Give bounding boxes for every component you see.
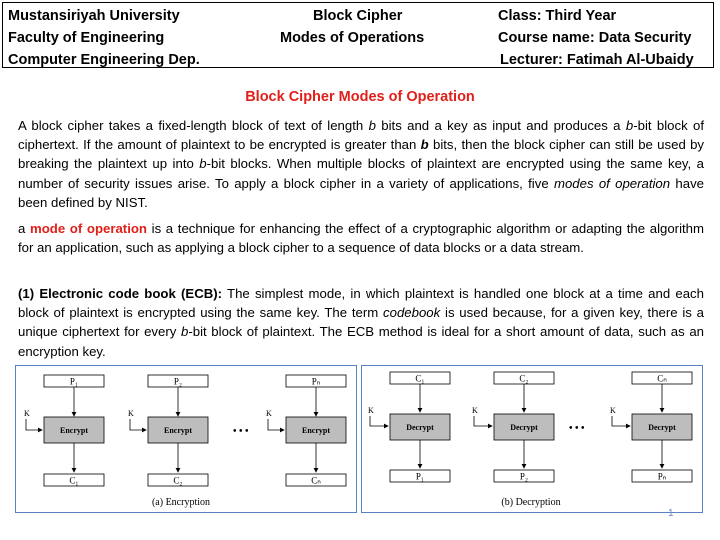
italic-b: b (625, 118, 634, 133)
header-box: Mustansiriyah University Faculty of Engi… (2, 2, 714, 68)
output-label: C₁ (69, 476, 78, 486)
lecturer-label: Lecturer: Fatimah Al-Ubaidy (500, 52, 694, 68)
page-title: Block Cipher Modes of Operation (245, 89, 475, 105)
op-label: Decrypt (406, 423, 434, 432)
key-label: K (266, 409, 272, 418)
op-label: Decrypt (648, 423, 676, 432)
input-label: Pₙ (312, 377, 321, 387)
italic-term: modes of operation (553, 175, 671, 191)
italic-b: b (368, 118, 376, 133)
university-name: Mustansiriyah University (8, 8, 180, 24)
text: -bit block of plaintext. The ECB method … (18, 324, 704, 359)
ecb-heading: (1) Electronic code book (ECB): (18, 286, 223, 301)
page-number: 1 (668, 508, 674, 519)
topic-name: Modes of Operations (280, 30, 425, 46)
italic-b: b (199, 156, 207, 172)
subject-name: Block Cipher (313, 8, 403, 24)
op-label: Encrypt (164, 426, 192, 435)
output-label: C₂ (173, 476, 182, 486)
column-1: P₁ K Encrypt C₁ (24, 374, 105, 487)
decryption-diagram: C₁ K Decrypt P₁ C₂ K Decrypt P₂ • • • Cₙ (368, 371, 693, 508)
figure-caption: (a) Encryption (152, 497, 210, 508)
ellipsis: • • • (233, 426, 249, 437)
input-label: C₂ (519, 374, 528, 384)
column-n: Cₙ K Decrypt Pₙ (610, 371, 693, 483)
text: is a technique for enhancing the effect … (18, 221, 704, 256)
column-1: C₁ K Decrypt P₁ (368, 371, 451, 483)
text: -bit block of ciphertext. If the amount … (18, 118, 705, 153)
ellipsis: • • • (569, 423, 585, 434)
text: bits and a key as input and produces a (375, 118, 626, 133)
text: A block cipher takes a fixed-length bloc… (18, 118, 369, 133)
faculty-name: Faculty of Engineering (8, 30, 165, 46)
paragraph-ecb: (1) Electronic code book (ECB): The simp… (18, 284, 704, 361)
key-label: K (610, 406, 616, 415)
key-label: K (24, 409, 30, 418)
text: The simplest mode, in which plaintext is… (18, 286, 704, 321)
paragraph-intro: A block cipher takes a fixed-length bloc… (18, 116, 704, 212)
italic-b: b (181, 324, 189, 340)
text: have been defined by NIST. (18, 175, 704, 210)
input-label: P₂ (174, 377, 182, 387)
input-label: P₁ (70, 377, 78, 387)
column-2: P₂ K Encrypt C₂ (128, 374, 209, 487)
op-label: Encrypt (60, 426, 88, 435)
input-label: C₁ (415, 374, 424, 384)
op-label: Encrypt (302, 426, 330, 435)
encryption-diagram: P₁ K Encrypt C₁ P₂ K Encrypt C₂ • • • Pₙ (24, 374, 347, 508)
output-label: P₂ (520, 472, 528, 482)
course-label: Course name: Data Security (498, 30, 692, 46)
text: a (18, 221, 30, 236)
key-label: K (128, 409, 134, 418)
column-n: Pₙ K Encrypt Cₙ (266, 374, 347, 487)
text: -bit blocks. When multiple blocks of pla… (18, 156, 704, 191)
op-label: Decrypt (510, 423, 538, 432)
output-label: Pₙ (658, 472, 667, 482)
input-label: Cₙ (657, 374, 667, 384)
paragraph-mode-definition: a mode of operation is a technique for e… (18, 219, 704, 257)
output-label: Cₙ (311, 476, 321, 486)
key-label: K (472, 406, 478, 415)
text: is used because, for a given key, there … (18, 305, 704, 340)
highlight-term: mode of operation (29, 221, 147, 236)
italic-term: codebook (383, 305, 441, 321)
class-label: Class: Third Year (498, 8, 617, 24)
text: bits, then the block cipher can still be… (18, 137, 704, 172)
key-label: K (368, 406, 374, 415)
column-2: C₂ K Decrypt P₂ (472, 371, 555, 483)
output-label: P₁ (416, 472, 424, 482)
department-name: Computer Engineering Dep. (8, 52, 200, 68)
ecb-encryption-figure: P₁ K Encrypt C₁ P₂ K Encrypt C₂ • • • Pₙ (15, 365, 357, 513)
ecb-decryption-figure: C₁ K Decrypt P₁ C₂ K Decrypt P₂ • • • Cₙ (361, 365, 703, 513)
bold-italic-b: b (420, 137, 429, 153)
figure-caption: (b) Decryption (501, 497, 560, 508)
